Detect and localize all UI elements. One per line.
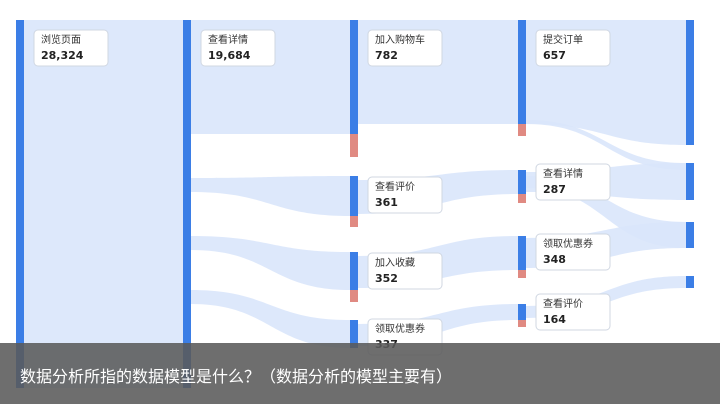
dropoff-bar [350, 290, 358, 302]
node-bar[interactable] [686, 20, 694, 145]
node-value: 164 [543, 313, 566, 326]
node-value: 352 [375, 272, 398, 285]
node-name: 查看评价 [375, 180, 415, 193]
node-bar[interactable] [518, 20, 526, 124]
caption-bar: 数据分析所指的数据模型是什么？（数据分析的模型主要有） [0, 343, 720, 404]
node-label-box: 加入收藏 352 [367, 252, 443, 290]
node-bar[interactable] [518, 170, 526, 194]
dropoff-bar [518, 270, 526, 278]
label-box-bg [367, 252, 443, 290]
flow-band [526, 120, 686, 170]
label-box-bg [535, 233, 611, 271]
node-name: 领取优惠券 [543, 237, 593, 250]
node-name: 查看详情 [208, 33, 248, 46]
node-label-box: 提交订单 657 [535, 29, 611, 67]
node-value: 348 [543, 253, 566, 266]
node-name: 浏览页面 [41, 33, 81, 46]
label-box-bg [367, 176, 443, 214]
node-value: 657 [543, 49, 566, 62]
node-name: 查看详情 [543, 167, 583, 180]
flow-band [191, 176, 350, 216]
node-value: 287 [543, 183, 566, 196]
node-label-box: 查看详情 287 [535, 163, 611, 201]
node-label-box: 查看评价 164 [535, 293, 611, 331]
label-box-bg [33, 29, 109, 67]
node-bar[interactable] [183, 20, 191, 388]
node-bar[interactable] [350, 320, 358, 348]
node-value: 361 [375, 196, 398, 209]
label-box-bg [535, 29, 611, 67]
label-box-bg [535, 293, 611, 331]
node-name: 加入购物车 [375, 33, 425, 46]
node-bar[interactable] [518, 304, 526, 320]
dropoff-bar [518, 320, 526, 327]
label-box-bg [535, 163, 611, 201]
node-bars [16, 20, 694, 388]
label-box-bg [367, 29, 443, 67]
node-name: 加入收藏 [375, 256, 415, 269]
node-label-box: 领取优惠券 348 [535, 233, 611, 271]
node-name: 查看评价 [543, 297, 583, 310]
node-bar[interactable] [518, 236, 526, 270]
flow-band [24, 20, 183, 388]
node-bar[interactable] [686, 163, 694, 200]
dropoff-bar [350, 216, 358, 227]
node-labels: 浏览页面 28,324 查看详情 19,684 加入购物车 782 提交订单 657 查看评价 3… [33, 29, 611, 356]
node-bar[interactable] [350, 176, 358, 216]
caption-text: 数据分析所指的数据模型是什么？（数据分析的模型主要有） [20, 367, 453, 386]
node-value: 782 [375, 49, 398, 62]
dropoff-bar [518, 194, 526, 203]
node-bar[interactable] [686, 276, 694, 288]
node-bar[interactable] [350, 20, 358, 134]
node-label-box: 查看详情 19,684 [200, 29, 276, 67]
node-name: 提交订单 [543, 33, 583, 46]
node-bar[interactable] [350, 252, 358, 290]
node-value: 28,324 [41, 49, 84, 62]
node-value: 19,684 [208, 49, 251, 62]
flow-band [191, 290, 350, 348]
node-label-box: 加入购物车 782 [367, 29, 443, 67]
node-bar[interactable] [686, 222, 694, 248]
node-label-box: 浏览页面 28,324 [33, 29, 109, 67]
node-name: 领取优惠券 [375, 322, 425, 335]
flow-band [191, 236, 350, 290]
dropoff-bar [350, 134, 358, 157]
dropoff-bar [518, 124, 526, 136]
node-bar[interactable] [16, 20, 24, 388]
label-box-bg [200, 29, 276, 67]
node-label-box: 查看评价 361 [367, 176, 443, 214]
